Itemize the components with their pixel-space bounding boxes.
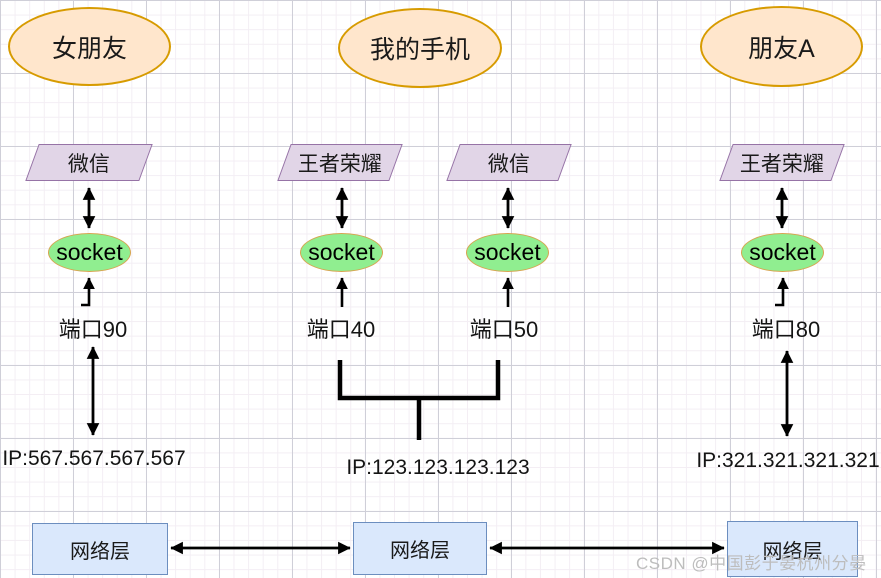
socket-ellipse-3: socket <box>466 233 549 272</box>
app-wechat-1: 微信 <box>25 144 153 181</box>
socket-label: socket <box>749 239 816 265</box>
network-layer-box-2: 网络层 <box>353 522 487 575</box>
actor-my-phone: 我的手机 <box>338 8 502 88</box>
actor-label: 女朋友 <box>51 34 127 63</box>
arrow-port-socket-4 <box>775 277 789 307</box>
app-honor-of-kings-2: 王者荣耀 <box>719 144 845 181</box>
arrow-port-socket-1 <box>81 277 95 307</box>
ip-label-left: IP:567.567.567.567 <box>2 447 186 470</box>
app-wechat-2: 微信 <box>446 144 572 181</box>
network-layer-label: 网络层 <box>70 540 130 563</box>
socket-ellipse-2: socket <box>300 233 383 272</box>
socket-label: socket <box>308 239 375 265</box>
network-layer-label: 网络层 <box>390 540 450 562</box>
network-layer-label: 网络层 <box>762 540 823 563</box>
port-label-50: 端口50 <box>469 317 539 342</box>
network-layer-box-3: 网络层 <box>727 521 858 577</box>
socket-ellipse-4: socket <box>741 233 824 272</box>
actor-friend-a: 朋友A <box>700 6 863 87</box>
ip-label-middle: IP:123.123.123.123 <box>346 456 530 479</box>
actor-girlfriend: 女朋友 <box>8 7 171 86</box>
network-layer-box-1: 网络层 <box>32 523 168 575</box>
csdn-watermark: CSDN @中国彭于晏杭州分晏 <box>636 554 867 573</box>
actor-label: 我的手机 <box>369 36 470 64</box>
app-label: 微信 <box>68 152 110 176</box>
port-label-40: 端口40 <box>306 317 376 342</box>
socket-label: socket <box>56 239 123 265</box>
port-label-80: 端口80 <box>751 317 821 342</box>
bracket-ports-merge <box>337 360 501 401</box>
app-label: 王者荣耀 <box>298 152 382 176</box>
app-label: 王者荣耀 <box>740 152 824 176</box>
app-label: 微信 <box>488 152 530 176</box>
actor-label: 朋友A <box>748 34 815 63</box>
app-honor-of-kings-1: 王者荣耀 <box>277 144 403 181</box>
socket-label: socket <box>474 239 541 265</box>
port-label-90: 端口90 <box>58 317 128 342</box>
socket-ellipse-1: socket <box>48 233 131 272</box>
ip-label-right: IP:321.321.321.321 <box>696 449 880 472</box>
